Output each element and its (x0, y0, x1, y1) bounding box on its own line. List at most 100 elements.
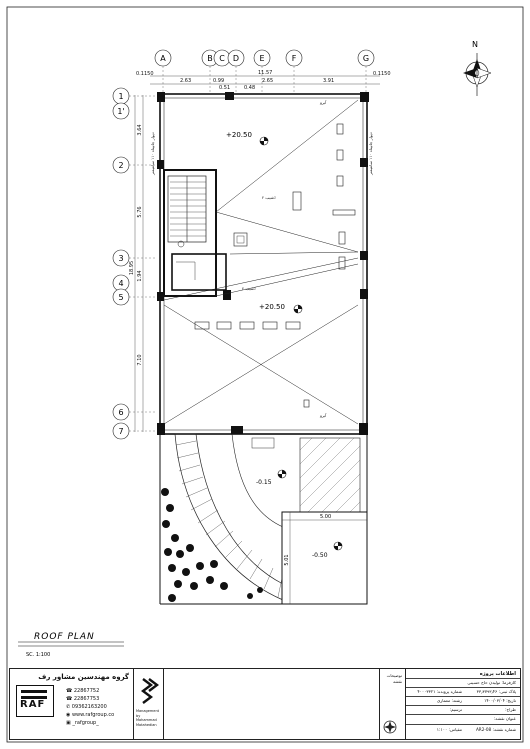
svg-text:1.94: 1.94 (137, 270, 143, 281)
svg-text:آبرو: آبرو (319, 100, 327, 105)
north-arrow: N (463, 40, 492, 96)
stair-core (163, 169, 248, 297)
instagram: ▣ _rafgroup_ (66, 720, 99, 726)
view-title-block: ROOF PLAN SC. 1:100 (18, 632, 124, 658)
svg-text:2.63: 2.63 (180, 78, 191, 84)
svg-text:+20.50: +20.50 (226, 131, 252, 139)
svg-text:0.48: 0.48 (244, 85, 255, 91)
level-lower: +20.50 (259, 303, 303, 314)
project-permit: شماره پرونده: ۴۰۰۰۳۳۲۱ (417, 689, 462, 694)
svg-text:2: 2 (118, 161, 123, 170)
website: ◉ www.rafgroup.co (66, 712, 115, 718)
structural-columns (157, 92, 369, 435)
svg-text:0.1150: 0.1150 (136, 71, 154, 77)
grid-row-4: 4 (112, 274, 130, 292)
grid-row-2: 2 (112, 156, 130, 174)
grid-row-6: 6 (112, 403, 130, 421)
grid-col-B: B (201, 49, 219, 92)
project-plaque: پلاک ثبتی: ۳۳٫۳۷۹۳٫۴۶ (476, 689, 516, 694)
svg-text:7: 7 (118, 427, 123, 436)
svg-text:D: D (233, 54, 239, 63)
phone-2: ☎ 22867753 (66, 696, 100, 702)
instagram-icon: ▣ (66, 720, 73, 726)
grid-col-G: G (357, 49, 375, 92)
grid-columns: A B C D E F G (154, 49, 375, 92)
mobile-icon: ✆ (66, 704, 72, 710)
plan-notes: دیوار جانپناه ۱۱۰ سانتیمتر دیوار جانپناه… (150, 100, 373, 418)
grid-col-E: E (253, 49, 271, 92)
svg-text:3: 3 (118, 254, 123, 263)
svg-text:0.1150: 0.1150 (373, 71, 391, 77)
grid-col-C: C (213, 49, 231, 67)
svg-text:+20.50: +20.50 (259, 303, 285, 311)
svg-text:5.01: 5.01 (284, 554, 290, 565)
roof-equipment (194, 123, 356, 408)
svg-text:3.64: 3.64 (137, 124, 143, 135)
notes-column: توضیحات نقشه (380, 669, 406, 739)
contact-list: ☎ 22867752 ☎ 22867753 ✆ 09362163200 ◉ ww… (66, 687, 114, 727)
phone-3: ✆ 09362163200 (66, 704, 107, 710)
phone-1: ☎ 22867752 (66, 688, 100, 694)
grid-col-D: D (227, 49, 245, 92)
sheet-number: شماره نقشه: AR2-08 (475, 727, 516, 732)
svg-text:5: 5 (118, 293, 123, 302)
svg-text:دیوار جانپناه ۱۱۰ سانتیمتر: دیوار جانپناه ۱۱۰ سانتیمتر (150, 132, 155, 176)
svg-text:1': 1' (117, 107, 124, 116)
grid-row-7: 7 (112, 422, 130, 440)
phone-icon: ☎ (66, 688, 74, 694)
company-name: گروه مهندسین مشاور رف (38, 673, 129, 681)
sheet-frame (6, 6, 524, 743)
svg-text:1: 1 (118, 92, 123, 101)
svg-text:E: E (259, 54, 264, 63)
level-markers: +20.50 +20.50 (226, 131, 303, 314)
project-employer: کارفرما: تولیدن حاج حسینی (467, 680, 516, 685)
globe-icon: ◉ (66, 712, 72, 718)
blank-area (164, 669, 380, 739)
grid-row-1: 1 (112, 87, 130, 105)
project-header: اطلاعات پروژه (479, 671, 516, 677)
project-info: اطلاعات پروژه کارفرما: تولیدن حاج حسینی … (406, 669, 520, 739)
project-date: تاریخ: ۱۴۰۰/۰۳/۰۴ (484, 698, 516, 703)
svg-text:G: G (363, 54, 369, 63)
svg-text:3.91: 3.91 (323, 78, 334, 84)
side-dimensions: 18.95 3.64 5.76 1.94 7.10 (129, 95, 144, 432)
management-logo-icon (141, 678, 159, 704)
svg-text:5.00: 5.00 (320, 514, 331, 520)
svg-text:4: 4 (118, 279, 123, 288)
company-logo: RAF (16, 685, 54, 717)
svg-text:7.10: 7.10 (137, 354, 143, 365)
phone-icon: ☎ (66, 696, 74, 702)
project-discipline: رشته: معماری (436, 698, 462, 703)
svg-text:A: A (160, 54, 166, 63)
view-title: ROOF PLAN (34, 632, 95, 642)
view-scale: SC. 1:100 (26, 652, 50, 658)
top-dimensions: 0.1150 11.57 0.1150 2.63 0.99 2.65 3.91 … (136, 70, 391, 91)
slope-lines (163, 99, 359, 425)
svg-text:B: B (207, 54, 213, 63)
svg-text:11.57: 11.57 (258, 70, 272, 76)
svg-text:2.65: 2.65 (262, 78, 273, 84)
grid-col-A: A (154, 49, 172, 92)
company-section: گروه مهندسین مشاور رف RAF ☎ 22867752 ☎ 2… (10, 669, 134, 739)
grid-rows: 1 1' 2 3 4 5 6 7 (112, 87, 156, 440)
grid-row-3: 3 (112, 249, 130, 267)
svg-text:-0.50: -0.50 (312, 552, 328, 559)
sheet-title: عنوان نقشه: (493, 716, 516, 721)
svg-text:0.51: 0.51 (219, 85, 230, 91)
svg-text:0.99: 0.99 (213, 78, 224, 84)
svg-text:دیوار جانپناه ۱۱۰ سانتیمتر: دیوار جانپناه ۱۱۰ سانتیمتر (368, 132, 373, 176)
shrub-symbols (161, 488, 263, 602)
svg-text:C: C (219, 54, 225, 63)
management-text: Management by Mohammad Motahedian (136, 709, 160, 727)
svg-text:شیب ۲٪: شیب ۲٪ (242, 286, 256, 291)
title-block: گروه مهندسین مشاور رف RAF ☎ 22867752 ☎ 2… (9, 668, 521, 740)
north-label: N (472, 40, 478, 49)
svg-text:شیب ۲٪: شیب ۲٪ (262, 195, 276, 200)
svg-text:F: F (292, 54, 297, 63)
svg-text:18.95: 18.95 (129, 261, 135, 275)
svg-text:آبرو: آبرو (319, 413, 327, 418)
svg-text:6: 6 (118, 408, 123, 417)
level-upper: +20.50 (226, 131, 269, 146)
project-drafter: ترسیم: (449, 707, 462, 712)
